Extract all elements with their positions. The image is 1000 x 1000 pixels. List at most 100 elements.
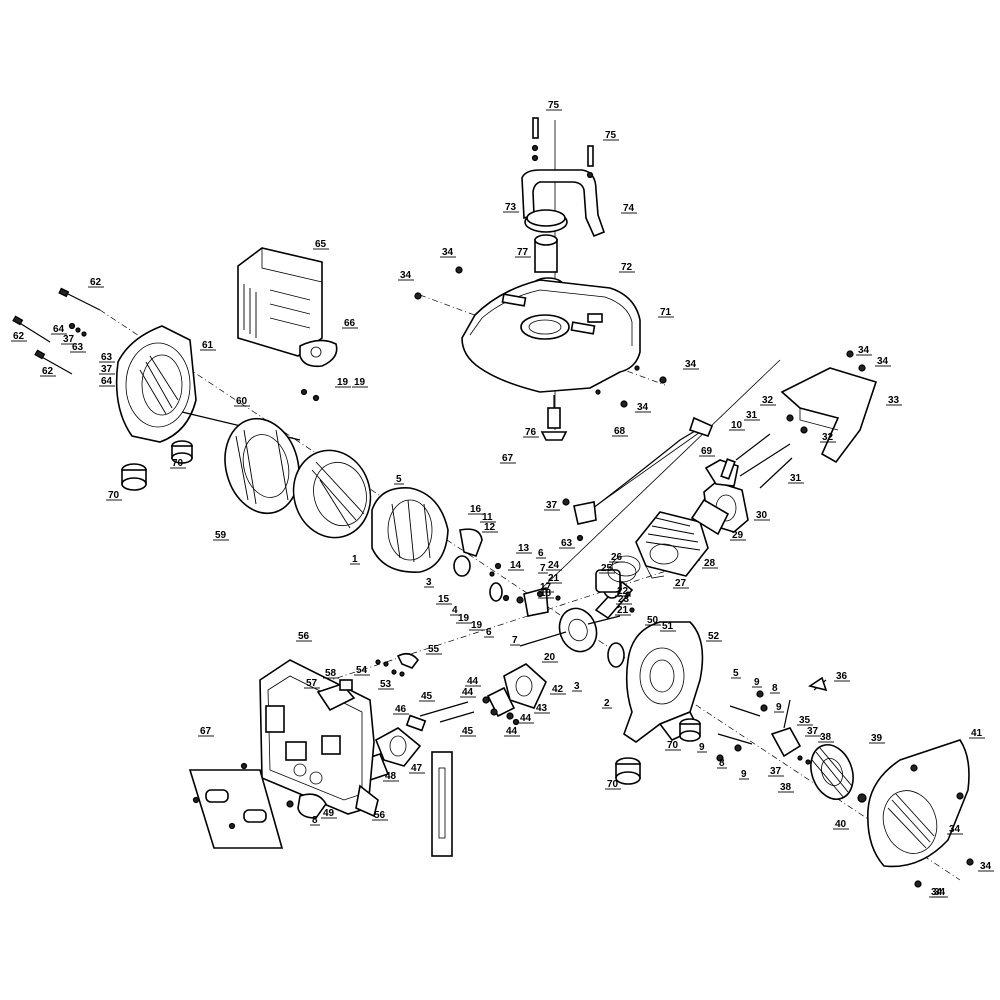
- callout-c45a: 45: [421, 691, 433, 702]
- vibration-mounts-rear: [121, 440, 193, 491]
- callout-c51: 51: [662, 621, 674, 632]
- callout-c60: 60: [236, 396, 248, 407]
- callout-c8c: 8: [312, 815, 318, 826]
- callout-c27: 27: [675, 578, 687, 589]
- callout-c37b: 37: [101, 364, 113, 375]
- callout-c34c: 34: [685, 359, 697, 370]
- callout-c34g: 34: [949, 824, 961, 835]
- callout-c39: 39: [871, 733, 883, 744]
- callout-c62b: 62: [13, 331, 25, 342]
- callout-c47: 47: [411, 763, 423, 774]
- callout-c35: 35: [799, 715, 811, 726]
- callout-c25: 25: [601, 563, 613, 574]
- callout-c31a: 31: [746, 410, 758, 421]
- callout-c14: 14: [510, 560, 522, 571]
- callout-c9d: 9: [741, 769, 747, 780]
- callout-c19a: 19: [337, 377, 349, 388]
- callout-c4: 4: [452, 605, 458, 616]
- callout-c52: 52: [708, 631, 720, 642]
- callout-c37c: 37: [546, 500, 558, 511]
- callout-c40: 40: [835, 819, 847, 830]
- callout-c76: 76: [525, 427, 537, 438]
- piston-assembly: [595, 555, 641, 613]
- callout-c70c: 70: [667, 740, 679, 751]
- callout-c37e: 37: [770, 766, 782, 777]
- fan-cover: [867, 739, 974, 888]
- callout-c34j: 34: [931, 887, 943, 898]
- callout-c56b: 56: [374, 810, 386, 821]
- flywheel: [810, 744, 867, 803]
- callout-c26: 26: [611, 552, 623, 563]
- callout-c62c: 62: [42, 366, 54, 377]
- callout-c67a: 67: [502, 453, 514, 464]
- callout-c70d: 70: [607, 779, 619, 790]
- callout-c16: 16: [470, 504, 482, 515]
- callout-c37a: 37: [63, 334, 75, 345]
- callout-c32a: 32: [762, 395, 774, 406]
- callout-c32b: 32: [822, 432, 834, 443]
- callout-c38a: 38: [820, 732, 832, 743]
- callout-c62a: 62: [90, 277, 102, 288]
- callout-c41: 41: [971, 728, 983, 739]
- callout-c34a: 34: [442, 247, 454, 258]
- callout-c65: 65: [315, 239, 327, 250]
- callout-c33: 33: [888, 395, 900, 406]
- callout-c55: 55: [428, 644, 440, 655]
- fuel-tank: [461, 279, 641, 395]
- spark-plug-and-lead: [562, 416, 736, 542]
- front-panel-plate: [188, 762, 284, 849]
- ignition-coil: [716, 676, 828, 765]
- callout-c66: 66: [344, 318, 356, 329]
- callout-c11: 11: [482, 512, 493, 523]
- callout-c29: 29: [732, 530, 744, 541]
- callout-c74: 74: [623, 203, 635, 214]
- callout-c20: 20: [544, 652, 556, 663]
- callout-c38b: 38: [780, 782, 792, 793]
- crankshaft-small-parts: [453, 528, 561, 617]
- callout-c8a: 8: [772, 683, 778, 694]
- callout-c34b: 34: [400, 270, 412, 281]
- callout-c69: 69: [701, 446, 713, 457]
- callout-c5b: 5: [733, 668, 739, 679]
- callout-c53: 53: [380, 679, 392, 690]
- callout-c8b: 8: [719, 758, 725, 769]
- callout-c44b: 44: [462, 687, 474, 698]
- control-components: [316, 652, 420, 712]
- callout-c54: 54: [356, 665, 368, 676]
- callout-c48: 48: [385, 771, 397, 782]
- cylinder-block: [635, 511, 709, 579]
- callout-c12: 12: [484, 522, 496, 533]
- callout-c9a: 9: [754, 677, 760, 688]
- callout-c68: 68: [614, 426, 626, 437]
- callout-c73: 73: [505, 202, 517, 213]
- callout-c59: 59: [215, 530, 227, 541]
- callout-c6b: 6: [486, 627, 492, 638]
- callout-c45b: 45: [462, 726, 474, 737]
- callout-c37d: 37: [807, 726, 819, 737]
- callout-c49: 49: [323, 808, 335, 819]
- callout-c44d: 44: [506, 726, 518, 737]
- callout-c19c: 19: [458, 613, 470, 624]
- callout-c61: 61: [202, 340, 214, 351]
- callout-c42: 42: [552, 684, 564, 695]
- callout-c71: 71: [660, 307, 672, 318]
- callout-c21a: 21: [548, 573, 560, 584]
- callout-c34d: 34: [637, 402, 649, 413]
- housing-bolts: [12, 287, 101, 375]
- callout-c57: 57: [306, 678, 318, 689]
- callout-c9b: 9: [776, 702, 782, 713]
- callout-c9c: 9: [699, 742, 705, 753]
- callout-c67b: 67: [200, 726, 212, 737]
- tank-fasteners: [414, 266, 667, 408]
- callout-c75a: 75: [548, 100, 560, 111]
- callout-c31b: 31: [790, 473, 802, 484]
- callout-c63b: 63: [101, 352, 113, 363]
- callout-c7a: 7: [540, 563, 546, 574]
- callout-c19d: 19: [471, 620, 483, 631]
- callout-c58: 58: [325, 668, 337, 679]
- callout-c64a: 64: [53, 324, 65, 335]
- callout-c28: 28: [704, 558, 716, 569]
- alternator-cover: [237, 247, 338, 402]
- callout-c34i: 34: [934, 887, 946, 898]
